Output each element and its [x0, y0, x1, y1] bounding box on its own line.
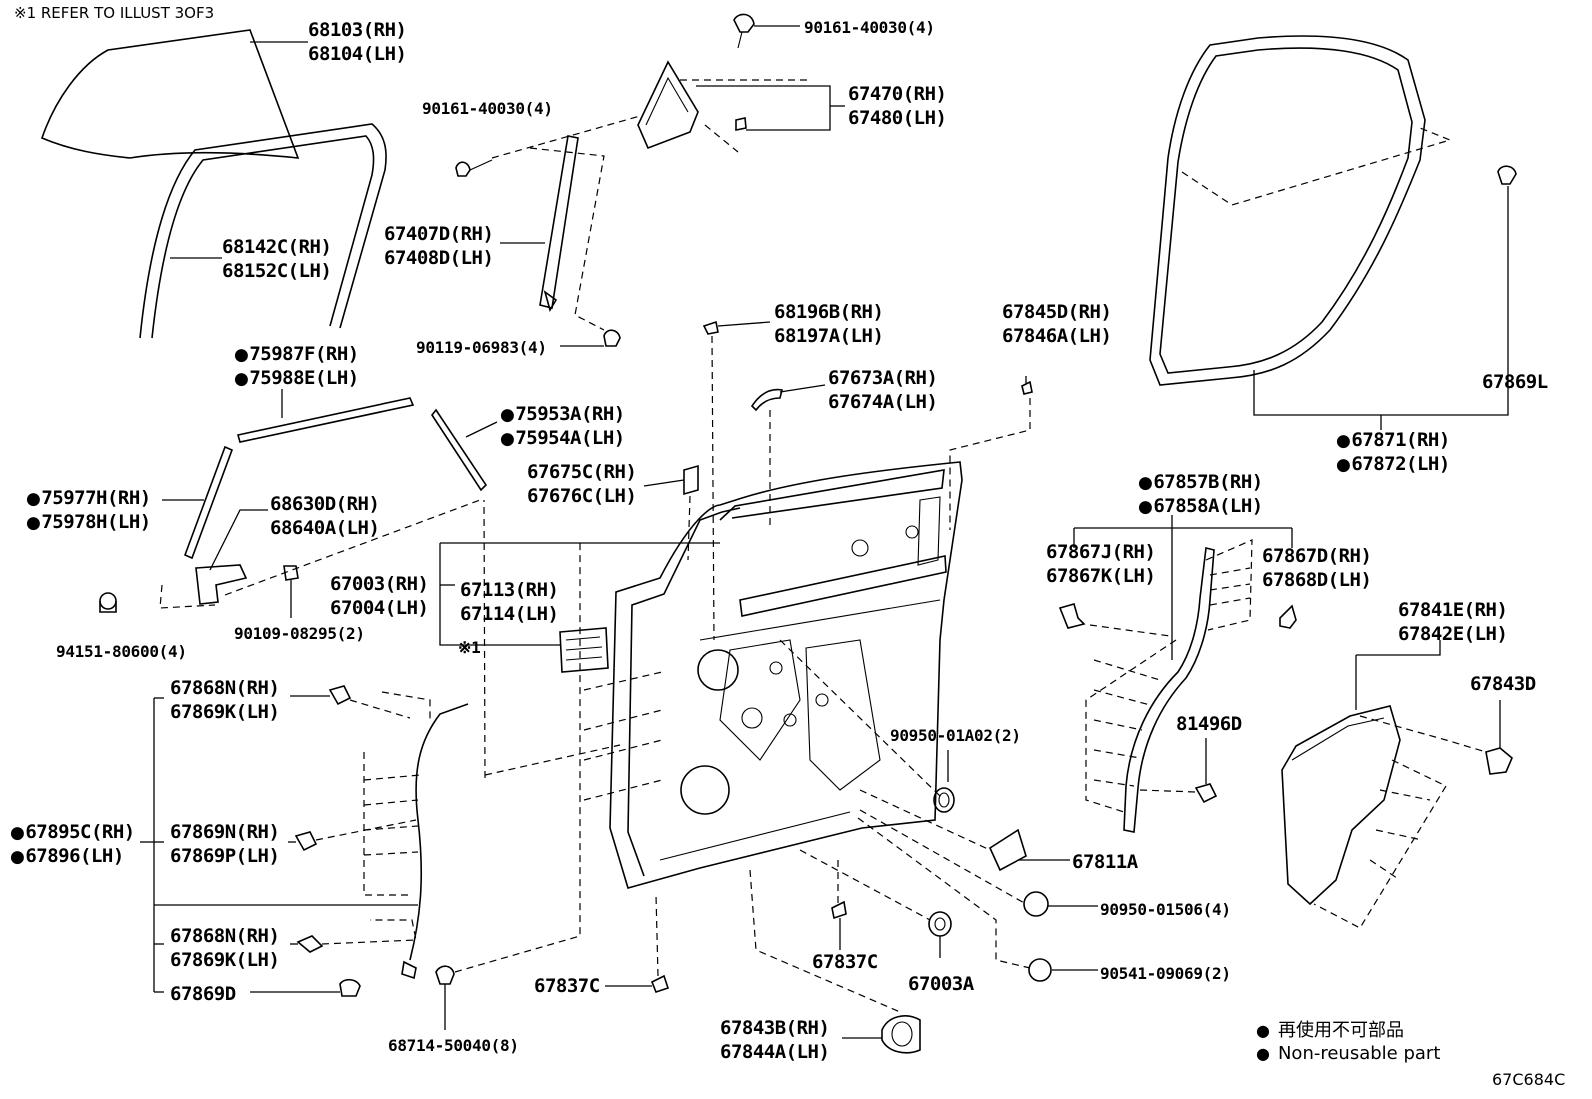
- label-67837c-right: 67837C: [812, 951, 878, 973]
- label-90109: 90109-08295(2): [234, 624, 365, 643]
- label-67867k: 67867K(LH): [1046, 565, 1156, 587]
- label-67868d: 67868D(LH): [1262, 569, 1372, 591]
- reference-note: ※1 REFER TO ILLUST 3OF3: [14, 4, 215, 22]
- inner-trim-panel: [1281, 640, 1513, 929]
- legend-bullet-en: ●: [1256, 1044, 1270, 1063]
- label-90541: 90541-09069(2): [1100, 964, 1231, 983]
- quarter-window: [637, 60, 845, 153]
- label-68714: 68714-50040(8): [388, 1036, 519, 1055]
- label-67846a: 67846A(LH): [1002, 325, 1112, 347]
- door-glass: [41, 29, 308, 159]
- legend-text-en: Non-reusable part: [1277, 1043, 1441, 1064]
- label-67869l: 67869L: [1482, 371, 1548, 393]
- belt-moulding: [162, 389, 498, 560]
- label-67004: 67004(LH): [330, 597, 429, 619]
- legend-text-jp: 再使用不可部品: [1277, 1020, 1404, 1041]
- label-67871: 67871(RH): [1336, 428, 1450, 453]
- label-67841e: 67841E(RH): [1398, 599, 1508, 621]
- label-81496d: 81496D: [1176, 713, 1242, 735]
- division-bar: [500, 135, 621, 347]
- label-ref1: ※1: [458, 638, 481, 657]
- label-67837c-left: 67837C: [534, 975, 600, 997]
- label-90161-top: 90161-40030(4): [804, 18, 935, 37]
- center-weatherstrip: [1058, 515, 1297, 833]
- label-67844a: 67844A(LH): [720, 1041, 830, 1063]
- door-harness: [140, 499, 663, 1030]
- label-67867d: 67867D(RH): [1262, 545, 1372, 567]
- label-75988e: 75988E(LH): [234, 366, 359, 391]
- label-67673a: 67673A(RH): [828, 367, 938, 389]
- label-67869k-upper: 67869K(LH): [170, 701, 280, 723]
- label-67470: 67470(RH): [848, 83, 947, 105]
- top-screws: [455, 13, 800, 177]
- label-67868n-lower: 67868N(RH): [170, 925, 280, 947]
- label-67869d: 67869D: [170, 983, 236, 1005]
- center-fasteners: [605, 639, 1098, 1054]
- label-67114: 67114(LH): [460, 603, 559, 625]
- figure-code: 67C684C: [1492, 1070, 1566, 1089]
- label-67872: 67872(LH): [1336, 452, 1450, 477]
- label-68152c: 68152C(LH): [222, 260, 332, 282]
- door-weatherstrip: [1149, 35, 1517, 430]
- hole-cover: [439, 542, 720, 673]
- stabilizer-bracket: [99, 499, 481, 618]
- label-67857b: 67857B(RH): [1138, 470, 1263, 495]
- label-90119: 90119-06983(4): [416, 338, 547, 357]
- label-67842e: 67842E(LH): [1398, 623, 1508, 645]
- label-75978h: 75978H(LH): [26, 510, 151, 535]
- label-67843d: 67843D: [1470, 673, 1536, 695]
- label-67896: 67896(LH): [10, 844, 124, 869]
- label-67676c: 67676C(LH): [527, 485, 637, 507]
- glass-run-channel: [139, 123, 387, 339]
- legend-line-jp: ● 再使用不可部品: [1256, 1016, 1404, 1042]
- label-67867j: 67867J(RH): [1046, 541, 1156, 563]
- label-67811a: 67811A: [1072, 851, 1138, 873]
- label-67003: 67003(RH): [330, 573, 429, 595]
- label-67868n-upper: 67868N(RH): [170, 677, 280, 699]
- label-75953a: 75953A(RH): [500, 402, 625, 427]
- label-75977h: 75977H(RH): [26, 486, 151, 511]
- label-90161-left: 90161-40030(4): [422, 99, 553, 118]
- label-67408d: 67408D(LH): [384, 247, 494, 269]
- legend-bullet: ●: [1256, 1021, 1270, 1040]
- label-75954a: 75954A(LH): [500, 426, 625, 451]
- label-67113: 67113(RH): [460, 579, 559, 601]
- label-90950-01a02: 90950-01A02(2): [890, 726, 1021, 745]
- label-68197a: 68197A(LH): [774, 325, 884, 347]
- label-67869k-lower: 67869K(LH): [170, 949, 280, 971]
- door-panel: [609, 461, 963, 889]
- label-67003a: 67003A: [908, 973, 974, 995]
- label-67480: 67480(LH): [848, 107, 947, 129]
- legend-line-en: ● Non-reusable part: [1256, 1043, 1440, 1064]
- label-67407d: 67407D(RH): [384, 223, 494, 245]
- label-90950-01506: 90950-01506(4): [1100, 900, 1231, 919]
- label-67869p: 67869P(LH): [170, 845, 280, 867]
- label-67869n: 67869N(RH): [170, 821, 280, 843]
- label-68104: 68104(LH): [308, 43, 407, 65]
- label-67675c: 67675C(RH): [527, 461, 637, 483]
- label-67895c: 67895C(RH): [10, 820, 135, 845]
- label-67843b: 67843B(RH): [720, 1017, 830, 1039]
- label-67858a: 67858A(LH): [1138, 494, 1263, 519]
- label-67845d: 67845D(RH): [1002, 301, 1112, 323]
- label-75987f: 75987F(RH): [234, 342, 359, 367]
- label-67674a: 67674A(LH): [828, 391, 938, 413]
- label-68630d: 68630D(RH): [270, 493, 380, 515]
- label-68640a: 68640A(LH): [270, 517, 380, 539]
- label-68142c: 68142C(RH): [222, 236, 332, 258]
- label-94151: 94151-80600(4): [56, 642, 187, 661]
- clips-top-center: [643, 320, 1033, 641]
- label-68103: 68103(RH): [308, 19, 407, 41]
- label-68196b: 68196B(RH): [774, 301, 884, 323]
